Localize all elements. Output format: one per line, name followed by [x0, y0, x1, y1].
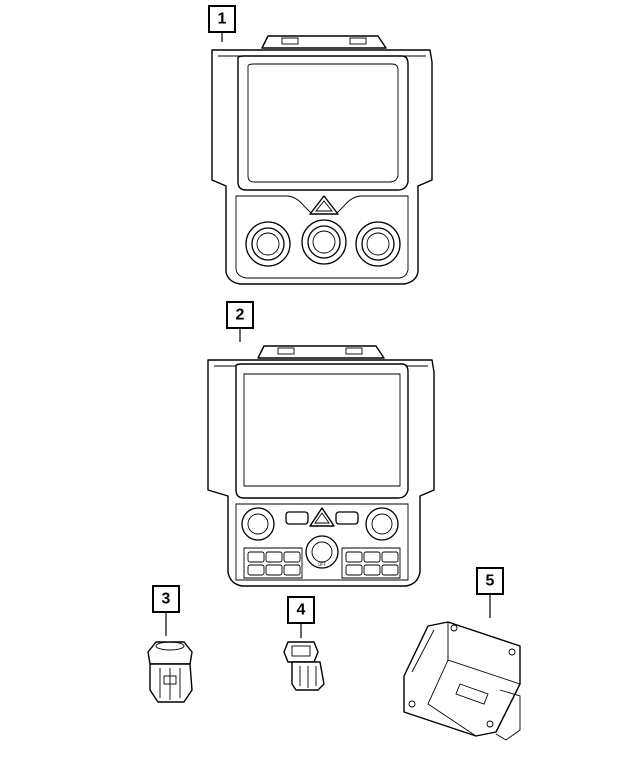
part-1-center-stack-bezel — [211, 35, 433, 285]
part-2-knob-right — [365, 507, 399, 541]
callout-3: 3 — [152, 585, 180, 636]
callout-4: 4 — [287, 596, 315, 638]
callout-label-1: 1 — [218, 11, 227, 28]
callout-2: 2 — [226, 301, 254, 342]
callout-label-5: 5 — [486, 573, 495, 590]
callout-5: 5 — [476, 567, 504, 618]
callout-label-4: 4 — [297, 602, 306, 619]
part-1-knob-center — [301, 219, 347, 265]
part-1-knob-left — [245, 221, 291, 267]
callout-label-2: 2 — [236, 307, 245, 324]
part-2-knob-center: OFF — [305, 535, 339, 569]
part-1-knob-right — [355, 221, 401, 267]
part-2-knob-left — [241, 507, 275, 541]
part-3-switch — [147, 641, 193, 703]
svg-text:OFF: OFF — [318, 562, 326, 567]
part-4-connector — [283, 641, 325, 691]
callout-label-3: 3 — [162, 591, 171, 608]
part-2-center-stack-bezel: OFF — [207, 345, 435, 587]
part-5-module — [403, 621, 521, 741]
callout-1: 1 — [208, 5, 236, 42]
